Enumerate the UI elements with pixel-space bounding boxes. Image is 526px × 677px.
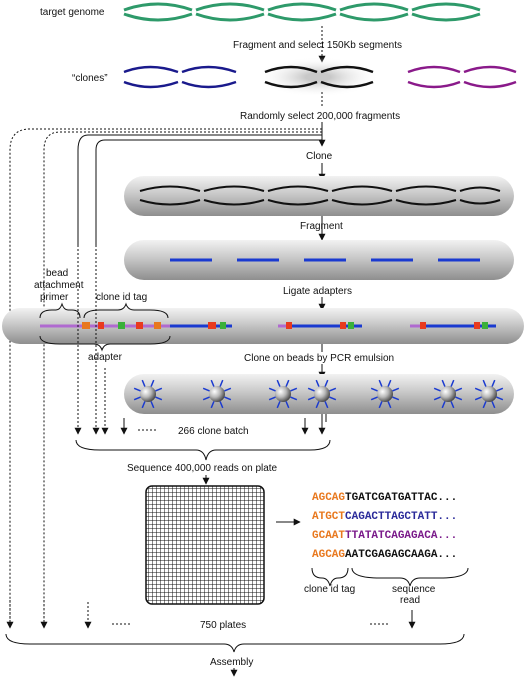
- step-clone-label: Clone: [306, 151, 333, 162]
- clone-id-tag-top-label: clone id tag: [96, 292, 147, 303]
- plates-arrows: [6, 600, 416, 629]
- beads: [133, 379, 504, 409]
- assembly-label: Assembly: [210, 657, 253, 668]
- sequence-read-line: AGCAGTGATCGATGATTAC...: [312, 492, 457, 504]
- clone-blue: [123, 65, 237, 89]
- step-beads-label: Clone on beads by PCR emulsion: [244, 353, 394, 364]
- sequence-read-brace: [351, 567, 469, 587]
- bead: [370, 379, 400, 409]
- read-clone-tag: ATGCT: [312, 511, 345, 523]
- target-genome-label: target genome: [40, 7, 105, 18]
- read-sequence: TTATATCAGAGACA...: [345, 530, 457, 542]
- bead-label-1: bead: [46, 268, 68, 279]
- bead: [433, 379, 463, 409]
- bead-primer-brace: [39, 302, 81, 319]
- sequencing-plate: [145, 485, 265, 605]
- step-fragment-label: Fragment: [300, 221, 343, 232]
- read-sequence: AATCGAGAGCAAGA...: [345, 549, 457, 561]
- sequence-read-label-2: read: [400, 595, 420, 606]
- clone-id-tag-brace-bottom: [311, 567, 349, 587]
- branch-curves: [9, 128, 322, 625]
- adapter-brace: [39, 335, 171, 352]
- adapter-fragments: [40, 322, 496, 329]
- clone-black: [264, 65, 374, 89]
- batch-arrows: [74, 245, 327, 435]
- batch-brace: [75, 439, 331, 461]
- step-fragment-select-label: Fragment and select 150Kb segments: [233, 40, 402, 51]
- clone-batch-label: 266 clone batch: [178, 426, 249, 437]
- bead-label-2: attachment: [34, 280, 84, 291]
- clone-purple: [407, 65, 517, 89]
- bead: [268, 379, 298, 409]
- step-ligate-label: Ligate adapters: [283, 286, 352, 297]
- step-random-select-label: Randomly select 200,000 fragments: [240, 111, 400, 122]
- clone-halo: [256, 57, 380, 97]
- read-sequence: CAGACTTAGCTATT...: [345, 511, 457, 523]
- ligate-pill: [2, 308, 524, 344]
- clone-pill: [124, 176, 514, 216]
- read-clone-tag: AGCAG: [312, 492, 345, 504]
- clones-label: “clones”: [72, 73, 108, 84]
- target-genome-chain: [123, 2, 481, 22]
- bead: [474, 379, 504, 409]
- plates-brace: [5, 633, 465, 653]
- clone-id-tag-bottom-label: clone id tag: [304, 584, 355, 595]
- read-clone-tag: AGCAG: [312, 549, 345, 561]
- sequence-read-line: ATGCTCAGACTTAGCTATT...: [312, 511, 457, 523]
- bead: [133, 379, 163, 409]
- sequence-reads: AGCAGTGATCGATGATTAC...ATGCTCAGACTTAGCTAT…: [312, 492, 457, 561]
- sequence-read-line: AGCAGAATCGAGAGCAAGA...: [312, 549, 457, 561]
- clone-id-tag-brace-top: [83, 302, 169, 319]
- plates-label: 750 plates: [200, 620, 246, 631]
- bead: [307, 379, 337, 409]
- bead-label-3: primer: [40, 292, 69, 303]
- bead: [202, 379, 232, 409]
- read-sequence: TGATCGATGATTAC...: [345, 492, 457, 504]
- cloned-dna: [139, 185, 501, 206]
- sequence-read-label-1: sequence: [392, 584, 436, 595]
- sequence-read-line: GCAATTTATATCAGAGACA...: [312, 530, 457, 542]
- adapter-label: adapter: [88, 352, 123, 363]
- step-sequence-label: Sequence 400,000 reads on plate: [127, 463, 278, 474]
- read-clone-tag: GCAAT: [312, 530, 345, 542]
